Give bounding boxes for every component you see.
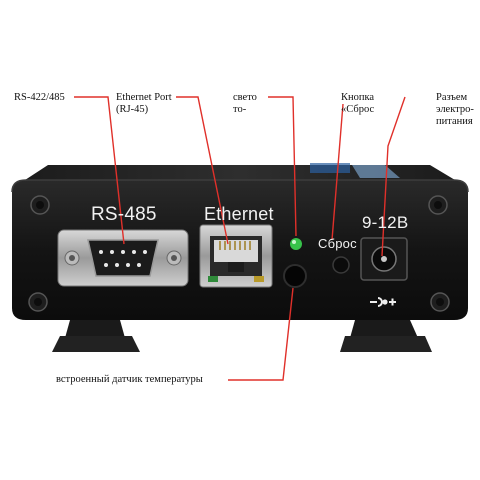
reset-button-icon (332, 256, 350, 274)
screw-icon (430, 292, 450, 312)
screw-icon (428, 195, 448, 215)
callout-sensor: встроенный датчик температуры (56, 374, 203, 386)
callout-button-line-1: Кнопка (341, 92, 375, 103)
callout-line-sensor (228, 287, 294, 381)
voltage-panel-label: 9-12В (362, 213, 409, 232)
rj45-port-icon (199, 224, 273, 288)
callout-button: Кнопка «Сброс (341, 92, 374, 116)
callout-led-line-2: то- (233, 104, 247, 115)
screw-icon (30, 195, 50, 215)
callout-power-line-1: Разъем (436, 92, 468, 103)
callout-power-line-3: питания (436, 116, 473, 127)
callout-line-button (331, 103, 344, 241)
callout-lines (74, 96, 406, 381)
callout-sensor-line: встроенный датчик температуры (56, 374, 203, 385)
callout-led: свето то- (233, 92, 257, 116)
enclosure-top (25, 163, 455, 180)
temperature-sensor-icon (283, 264, 307, 288)
callout-power: Разъем электро- питания (436, 92, 474, 128)
led-icon (290, 238, 302, 250)
callout-rs485: RS-422/485 (14, 92, 65, 104)
callout-rs485-line: RS-422/485 (14, 92, 65, 103)
callout-ethernet: Ethernet Port (RJ-45) (116, 92, 172, 116)
callout-led-line-1: свето (233, 92, 257, 103)
screw-icon (28, 292, 48, 312)
reset-panel-label: Сброс (318, 236, 357, 251)
callout-ethernet-line-1: Ethernet Port (116, 92, 172, 103)
db9-connector-icon (57, 229, 189, 287)
callout-line-ethernet (176, 96, 229, 245)
callout-ethernet-line-2: (RJ-45) (116, 104, 149, 115)
ethernet-panel-label: Ethernet (204, 204, 274, 224)
mounting-feet (52, 320, 432, 352)
callout-button-line-2: «Сброс (341, 104, 375, 115)
rs485-panel-label: RS-485 (91, 204, 157, 225)
polarity-icon (370, 297, 396, 307)
dc-jack-icon (360, 237, 408, 281)
callout-line-rs485 (74, 96, 125, 245)
callout-line-power (381, 96, 406, 257)
callout-line-led (268, 96, 297, 237)
callout-power-line-2: электро- (436, 104, 474, 115)
